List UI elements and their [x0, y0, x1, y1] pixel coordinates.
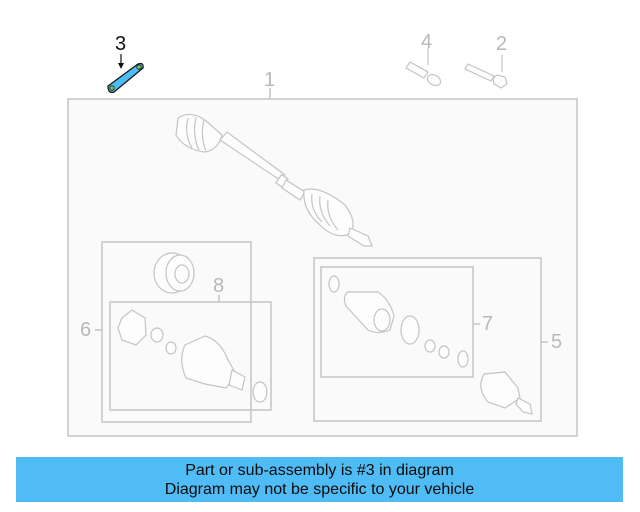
banner-line-disclaimer: Diagram may not be specific to your vehi… — [164, 481, 475, 498]
assembly-box-7 — [320, 266, 474, 378]
assembly-box-5 — [313, 257, 542, 422]
inner-joint-drawing — [117, 252, 268, 403]
callout-1[interactable]: 1 — [264, 69, 276, 91]
outer-joint-drawing — [328, 275, 533, 415]
callout-3[interactable]: 3 — [115, 33, 127, 55]
banner-line-part-number: Part or sub-assembly is #3 in diagram — [185, 462, 454, 479]
callout-4[interactable]: 4 — [421, 31, 433, 53]
parts-diagram — [67, 48, 578, 437]
bolt-2-drawing — [464, 55, 508, 89]
bolt-4-drawing — [405, 48, 442, 87]
axle-shaft-drawing — [175, 113, 373, 247]
callout-7[interactable]: 7 — [482, 313, 494, 335]
info-banner: Part or sub-assembly is #3 in diagram Di… — [16, 457, 623, 502]
strap-part-3-highlighted[interactable] — [107, 54, 144, 94]
assembly-box-8 — [109, 301, 272, 411]
callout-5[interactable]: 5 — [551, 331, 563, 353]
callout-8[interactable]: 8 — [213, 275, 225, 297]
callout-6[interactable]: 6 — [80, 319, 92, 341]
assembly-box-6 — [101, 241, 252, 423]
callout-2[interactable]: 2 — [496, 33, 508, 55]
